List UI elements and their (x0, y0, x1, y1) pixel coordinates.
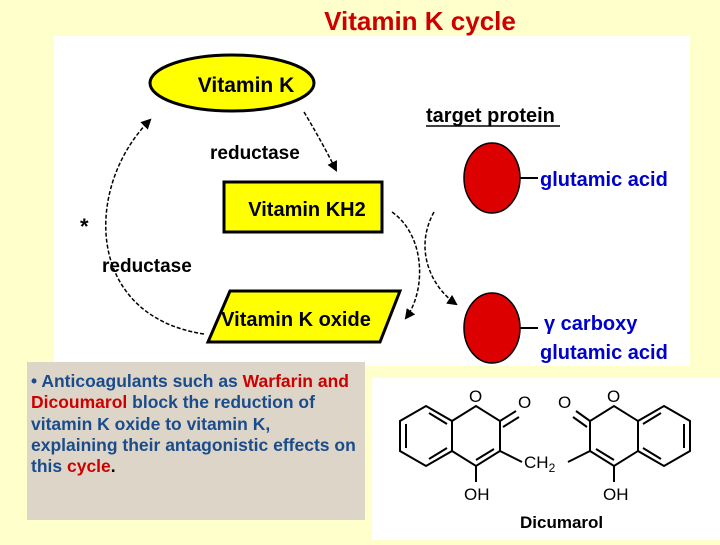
note-part1: Anticoagulants such as (37, 371, 243, 391)
ch2-subscript: 2 (549, 461, 556, 475)
left-benzene-ring (399, 404, 453, 468)
dicumarol-svg: O O O O CH2 OH OH Dicumarol (399, 387, 691, 532)
anticoagulant-note: • Anticoagulants such as Warfarin and Di… (27, 362, 365, 520)
right-carbonyl-2 (572, 416, 588, 428)
vitamin-k-ellipse (148, 53, 316, 113)
glutamic-acid-label: glutamic acid (540, 169, 668, 191)
ch2-right-bond (567, 450, 591, 463)
vitamin-k-cycle-diagram: Vitamin K Vitamin KH2 Vitamin K oxide re… (54, 36, 690, 366)
arrow-k-to-kh2 (303, 111, 337, 172)
right-pyranone-double (595, 448, 615, 461)
ring-oxygen-right: O (607, 387, 620, 406)
gamma-carboxy-label-1: γ carboxy (544, 313, 638, 335)
vitamin-k-label: Vitamin K (198, 74, 294, 97)
right-benzene-bond-2 (642, 412, 662, 425)
ch2-text: CH (524, 453, 549, 472)
dicumarol-structure: O O O O CH2 OH OH Dicumarol (372, 378, 720, 540)
arrow-glu-to-gla (424, 211, 458, 306)
ch2-left-bond (499, 450, 523, 463)
vitamin-kh2-box (222, 180, 384, 234)
oh-left-label: OH (464, 485, 490, 504)
gamma-carboxy-label-2: glutamic acid (540, 342, 668, 364)
carbonyl-oxygen-left: O (518, 393, 531, 412)
left-pyranone-double (475, 448, 495, 461)
note-drugs: Warfarin and Dicoumarol (31, 371, 349, 413)
gamma-carboxy-ball (463, 292, 521, 364)
glutamic-acid-ball (463, 142, 521, 214)
note-bullet: • (31, 371, 38, 391)
page-title: Vitamin K cycle (324, 6, 516, 36)
arrow-oxide-to-k (105, 118, 205, 335)
star-mark: * (80, 214, 89, 239)
oh-right-label: OH (603, 485, 629, 504)
vitamin-k-oxide-shape (205, 289, 403, 344)
vitamin-k-oxide-label: Vitamin K oxide (221, 309, 371, 331)
reductase-left-label: reductase (102, 256, 192, 277)
arrow-kh2-to-oxide (391, 211, 421, 320)
note-period: . (110, 456, 116, 477)
left-benzene-bond-3 (428, 447, 448, 460)
left-carbonyl-2 (502, 416, 520, 428)
right-carbonyl (575, 410, 591, 422)
right-benzene-ring (637, 404, 691, 468)
ring-oxygen-left: O (469, 387, 482, 406)
note-part2: block the reduction of vitamin K oxide t… (31, 392, 356, 477)
right-benzene-bond-3 (642, 447, 662, 460)
left-benzene-bond-2 (428, 412, 448, 425)
dicumarol-name: Dicumarol (520, 513, 603, 532)
target-protein-label: target protein (426, 105, 555, 127)
carbonyl-oxygen-right: O (558, 393, 571, 412)
reductase-top-label: reductase (210, 143, 300, 164)
ch2-label: CH2 (524, 453, 556, 475)
left-pyranone-ring (451, 404, 501, 468)
vitamin-kh2-label: Vitamin KH2 (248, 199, 365, 221)
right-pyranone-ring (589, 404, 639, 468)
note-part3: cycle (66, 456, 111, 477)
left-carbonyl (499, 410, 517, 422)
cycle-svg: Vitamin K Vitamin KH2 Vitamin K oxide re… (80, 53, 668, 364)
